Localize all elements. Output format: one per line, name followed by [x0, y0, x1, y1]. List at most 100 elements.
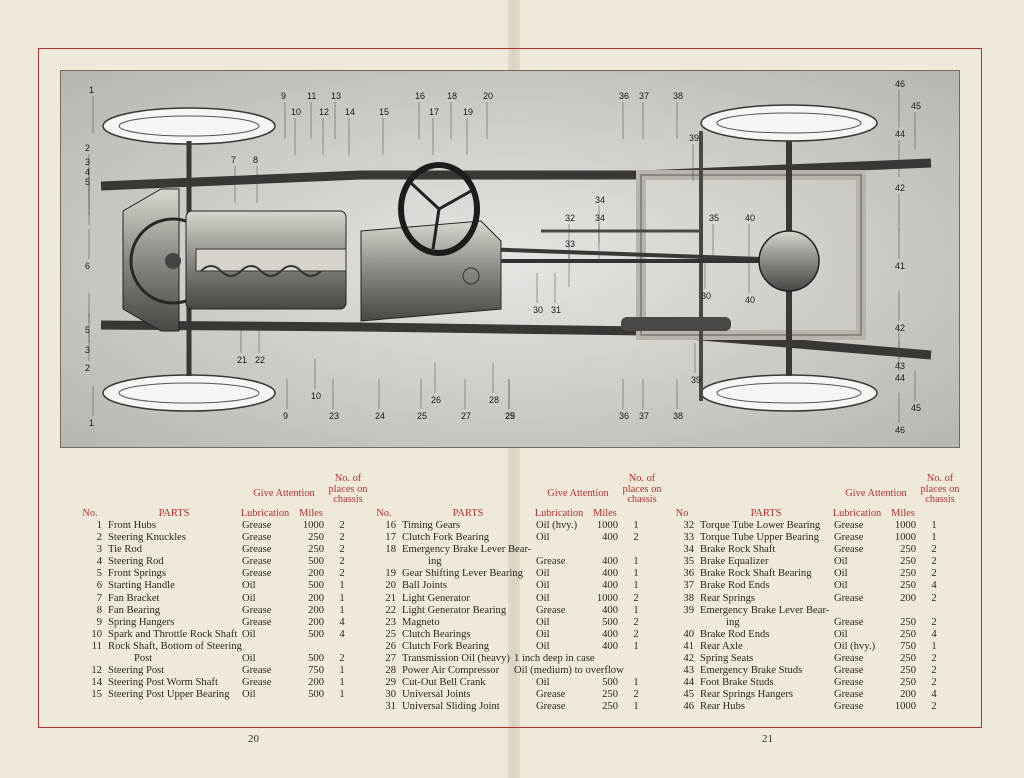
cell-no: 46	[683, 701, 694, 713]
cell-lub: Grease	[834, 665, 864, 677]
cell-lub: Oil	[242, 653, 256, 665]
cell-lub: Oil	[834, 580, 848, 592]
cell-lub: Grease	[536, 701, 566, 713]
cell-part: Steering Post Worm Shaft	[108, 677, 218, 689]
cell-part: Spring Hangers	[108, 616, 175, 628]
transmission	[360, 220, 502, 322]
cell-no: 27	[385, 653, 396, 665]
cell-lub: Oil	[536, 532, 550, 544]
callout-26: 26	[431, 395, 441, 405]
cell-places: 2	[931, 544, 937, 556]
cell-places: 2	[931, 665, 937, 677]
cell-lub: Grease	[834, 653, 864, 665]
callout-41: 41	[895, 261, 905, 271]
cell-no: 8	[96, 604, 102, 616]
callout-32: 32	[565, 213, 575, 223]
cell-miles: 200	[900, 689, 916, 701]
steering-wheel	[398, 162, 480, 256]
cell-part: Universal Joints	[402, 689, 471, 701]
cell-no: 41	[683, 640, 694, 652]
cell-places: 2	[931, 701, 937, 713]
rear-right-wheel	[700, 374, 878, 412]
cell-lub: Oil	[834, 568, 848, 580]
cell-part: Rock Shaft, Bottom of Steering	[108, 640, 242, 652]
cell-no: 15	[91, 689, 102, 701]
cell-lub: Grease	[242, 677, 272, 689]
cell-miles: 250	[602, 689, 618, 701]
cell-part: Torque Tube Lower Bearing	[700, 520, 821, 531]
cell-miles: 200	[308, 616, 324, 628]
cell-no: 42	[683, 653, 694, 665]
callout-36: 36	[619, 91, 629, 101]
cell-no: 4	[96, 556, 102, 568]
cell-lub: Grease	[242, 556, 272, 568]
cell-places: 1	[339, 665, 345, 677]
cell-lub: Grease	[834, 544, 864, 556]
callout-37-b: 37	[639, 411, 649, 421]
callout-5: 5	[85, 177, 90, 187]
cell-part: Light Generator	[402, 592, 470, 604]
rear-left-wheel	[700, 104, 878, 142]
cell-no: 19	[385, 568, 396, 580]
callout-9-b: 9	[283, 411, 288, 421]
cell-no: 29	[385, 677, 396, 689]
callout-46: 46	[895, 79, 905, 89]
cell-miles: 250	[900, 653, 916, 665]
cell-lub: Grease	[242, 544, 272, 556]
cell-places: 2	[339, 653, 345, 665]
cell-places: 2	[633, 532, 639, 544]
callout-25-b: 25	[505, 411, 515, 421]
cell-lub: Oil	[536, 628, 550, 640]
cell-no: 28	[385, 665, 396, 677]
cell-places: 2	[931, 677, 937, 689]
callout-17: 17	[429, 107, 439, 117]
cell-no: 38	[683, 592, 694, 604]
cell-no: 45	[683, 689, 694, 701]
callout-30: 30	[533, 305, 543, 315]
callout-5-b: 5	[85, 325, 90, 335]
cell-miles: 500	[308, 689, 324, 701]
cell-lub: Oil	[834, 628, 848, 640]
cell-places: 1	[339, 677, 345, 689]
cell-no: 7	[96, 592, 102, 604]
header-places: No. of places on chassis	[328, 473, 368, 505]
cell-lub: Grease	[834, 701, 864, 713]
cell-part: Emergency Brake Lever Bear-	[402, 544, 532, 556]
cell-no: 35	[683, 556, 694, 568]
cell-part: Universal Sliding Joint	[402, 701, 500, 713]
cell-miles: 1000	[596, 592, 618, 604]
cell-miles: 200	[308, 677, 324, 689]
callout-10: 10	[291, 107, 301, 117]
cell-part: Emergency Brake Lever Bear-	[700, 604, 830, 616]
cell-no: 25	[385, 628, 396, 640]
cell-miles: 200	[308, 568, 324, 580]
header-lubrication: Lubrication	[240, 508, 290, 519]
callout-20: 20	[483, 91, 493, 101]
cell-miles: 250	[900, 568, 916, 580]
callout-3-b: 3	[85, 345, 90, 355]
cell-places: 4	[931, 580, 937, 592]
header-lubrication: Lubrication	[534, 508, 584, 519]
cell-no: 30	[385, 689, 396, 701]
cell-no: 12	[91, 665, 102, 677]
callout-27: 27	[461, 411, 471, 421]
cell-places: 2	[633, 616, 639, 628]
cell-no: 6	[96, 580, 102, 592]
cell-lub: Grease	[834, 532, 864, 544]
cell-part: Clutch Bearings	[402, 628, 471, 640]
cell-places: 2	[339, 544, 345, 556]
